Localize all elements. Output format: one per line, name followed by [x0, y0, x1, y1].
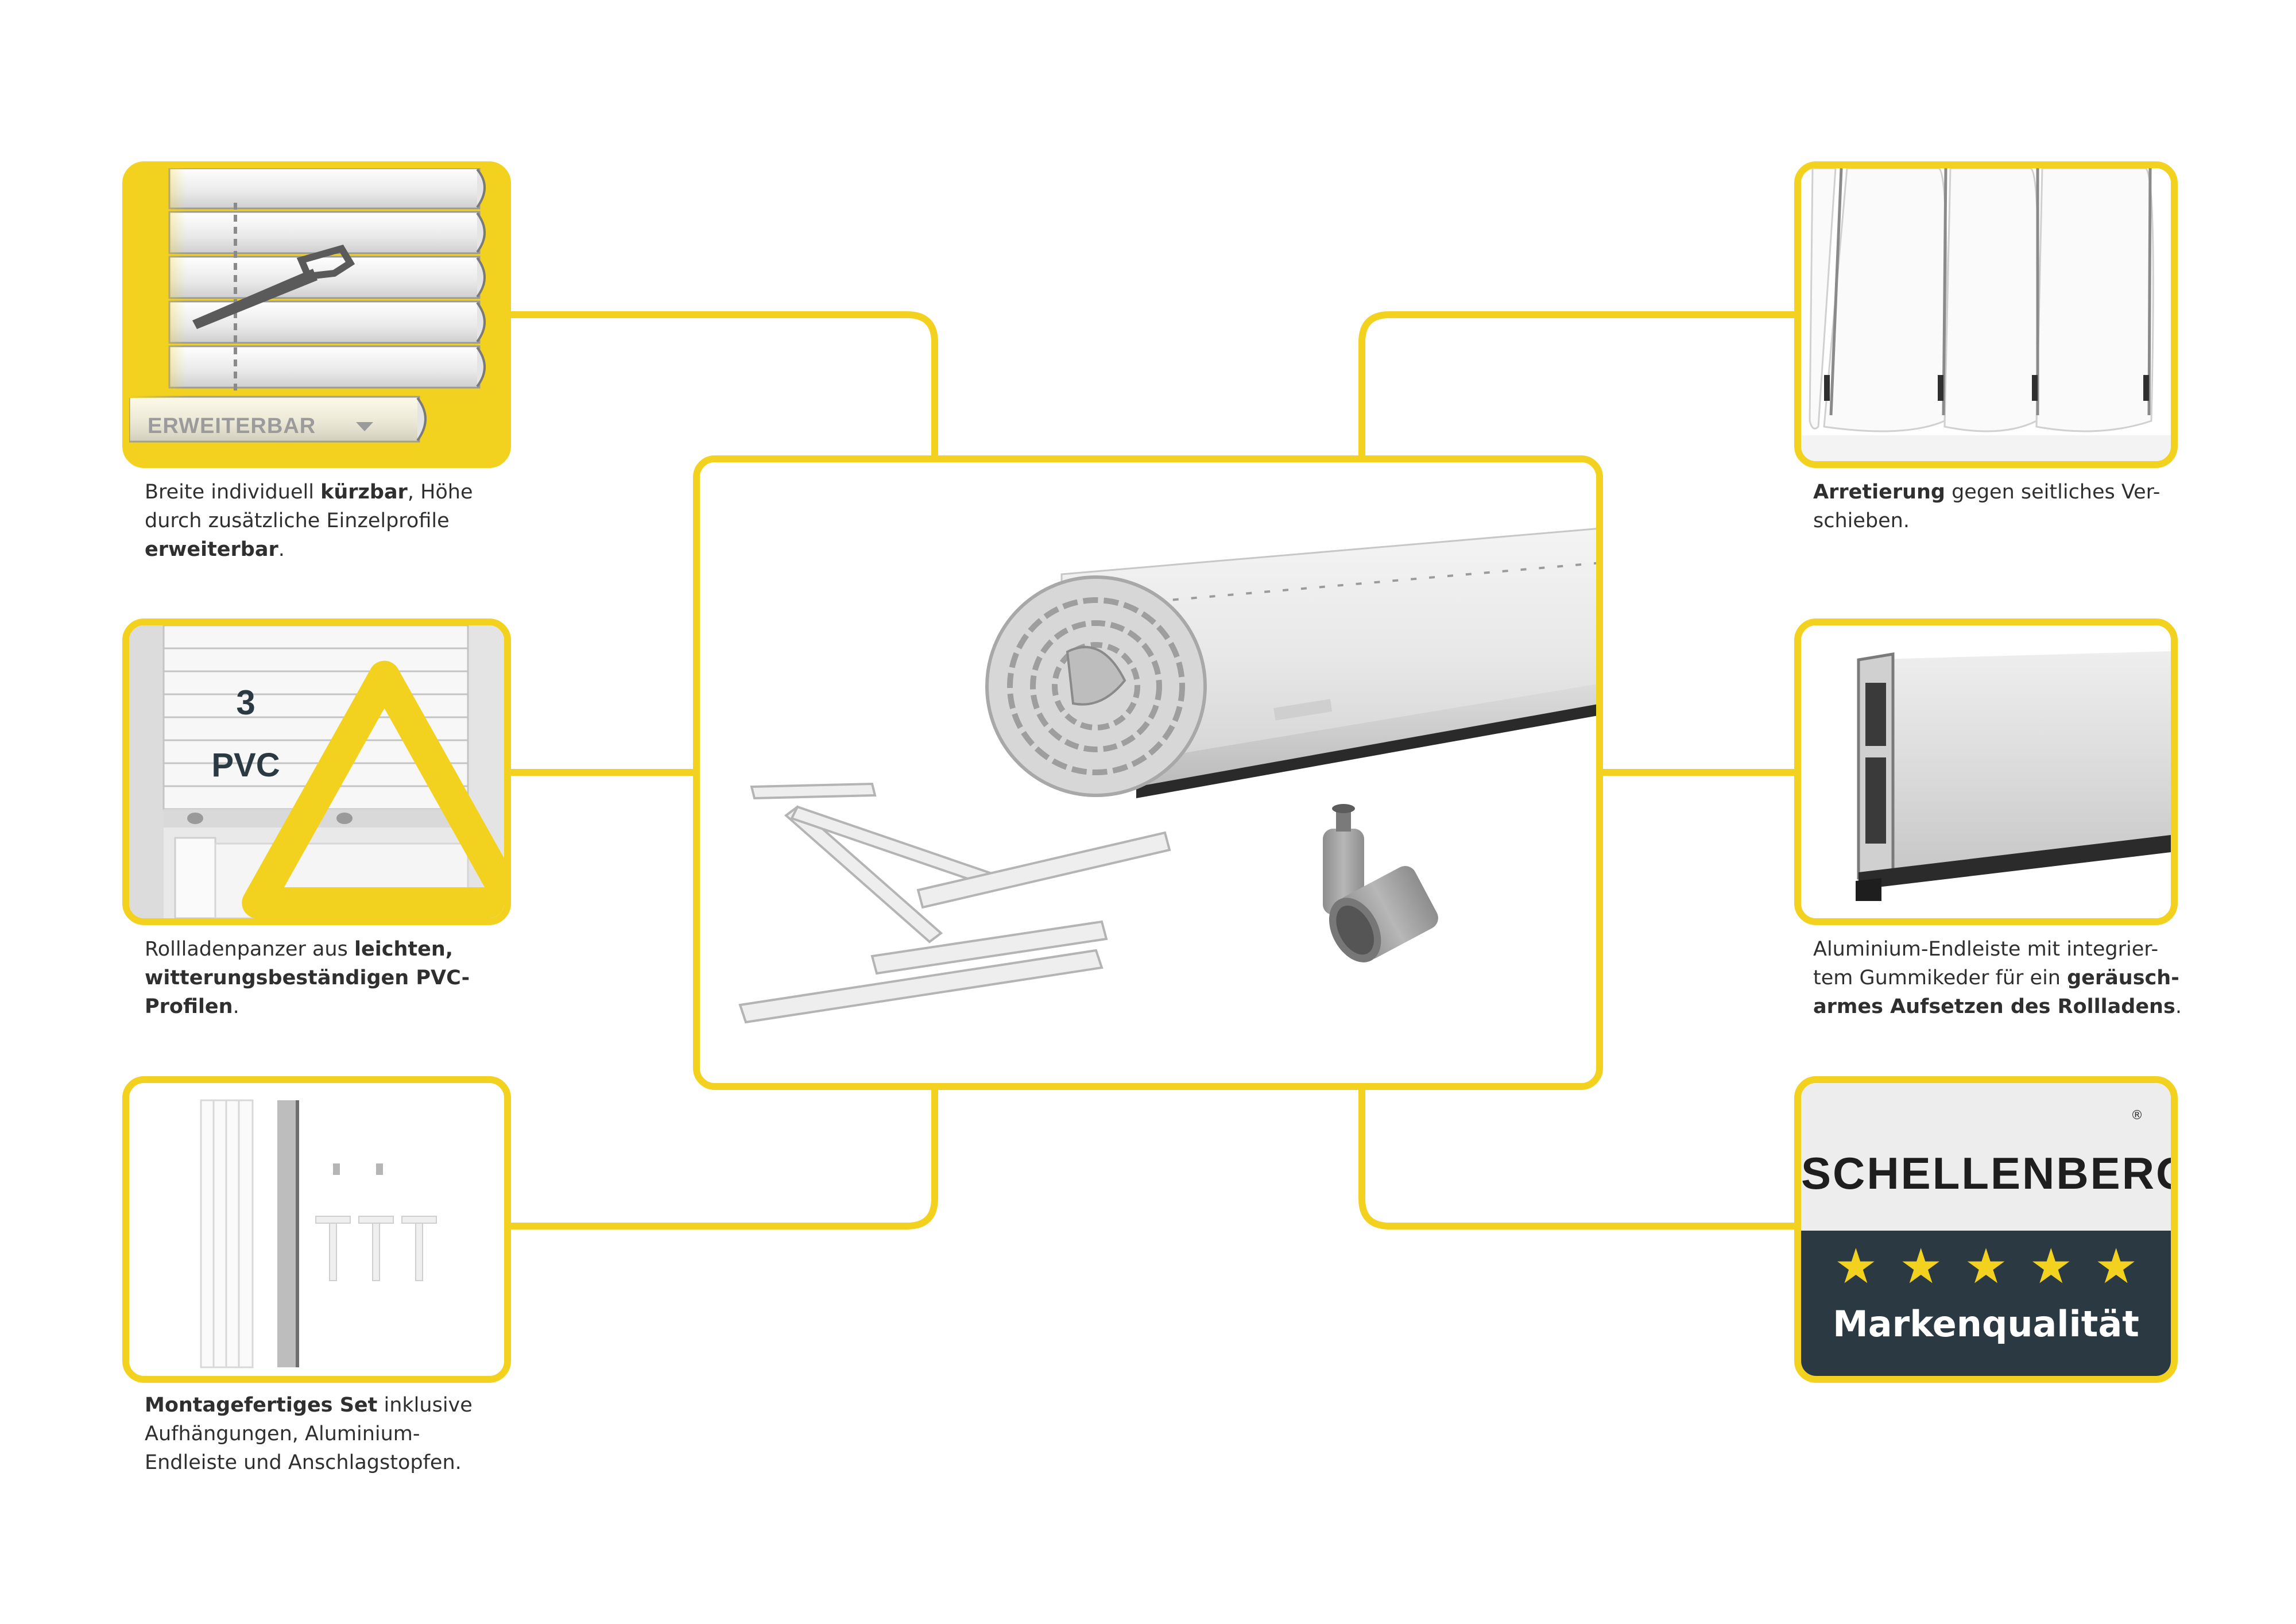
caption-bold-text: geräusch- [2067, 966, 2179, 989]
product-overview-card [693, 455, 1603, 1090]
expandable-caption: Breite individuell kürzbar, Höhe durch zu… [145, 478, 535, 564]
caption-text: Aufhängungen, Aluminium- [145, 1422, 420, 1445]
expandable-profiles-card: ERWEITERBAR [122, 161, 511, 468]
pvc-caption: Rollladenpanzer aus leichten, witterungsb… [145, 935, 535, 1021]
caption-text: inklusive [377, 1394, 473, 1417]
caption-text: tem Gummikeder für ein [1813, 966, 2067, 989]
caption-text: . [2175, 995, 2182, 1018]
caption-text: Rollladenpanzer aus [145, 938, 354, 961]
aluminium-endbar-card [1794, 618, 2178, 925]
profiles-saw-illustration [129, 168, 504, 461]
pvc-label: PVC [211, 747, 280, 784]
caption-bold-text: erweiterbar [145, 538, 278, 561]
caption-text: Aluminium-Endleiste mit integrier- [1813, 938, 2159, 961]
saw-icon [192, 244, 355, 329]
caption-bold-text: armes Aufsetzen des Rollladens [1813, 995, 2175, 1018]
caption-text: Breite individuell [145, 481, 321, 504]
rolled-shutter-product-photo [700, 462, 1596, 1083]
caption-text: Endleiste und Anschlagstopfen. [145, 1451, 462, 1474]
caption-bold-text: Arretierung [1813, 481, 1945, 504]
registered-mark: ® [2131, 1108, 2143, 1123]
quality-label: Markenqualität [1833, 1303, 2139, 1345]
caption-text: . [233, 995, 239, 1018]
caption-bold-text: leichten, [354, 938, 454, 961]
mounting-set-illustration [129, 1083, 504, 1376]
caption-bold-text: Profilen [145, 995, 233, 1018]
caption-text: durch zusätzliche Einzelprofile [145, 509, 450, 532]
caption-text: schieben. [1813, 509, 1910, 532]
mounting-set-card [122, 1076, 511, 1383]
lock-profile-card [1794, 161, 2178, 468]
end-stoppers [1323, 804, 1438, 962]
pvc-material-card: 3 PVC [122, 618, 511, 925]
endbar-caption: Aluminium-Endleiste mit integrier-tem Gu… [1813, 935, 2204, 1021]
quality-banner [1801, 1231, 2171, 1376]
recycling-icon [242, 660, 504, 918]
lock-caption: Arretierung gegen seitliches Ver-schiebe… [1813, 478, 2204, 535]
caption-bold-text: Montagefertiges Set [145, 1394, 378, 1417]
caption-text: . [278, 538, 285, 561]
rating-stars: ★★★★★ [1834, 1238, 2160, 1294]
brand-name: SCHELLENBERG [1801, 1148, 2178, 1198]
caption-text: gegen seitliches Ver- [1945, 481, 2161, 504]
aluminium-endbar-photo [1801, 625, 2171, 918]
expandable-label: ERWEITERBAR [148, 414, 316, 438]
brand-quality-card: ® SCHELLENBERG ★★★★★ Markenqualität [1794, 1076, 2178, 1383]
caption-bold-text: kürzbar [320, 481, 408, 504]
shutter-roll [985, 528, 1596, 798]
caption-text: , Höhe [407, 481, 473, 504]
lock-profiles-photo [1801, 168, 2171, 461]
hanger-brackets [738, 782, 1171, 1024]
caption-bold-text: witterungsbeständigen PVC- [145, 966, 470, 989]
recycling-number: 3 [236, 683, 255, 722]
brand-logo-area [1801, 1083, 2171, 1231]
